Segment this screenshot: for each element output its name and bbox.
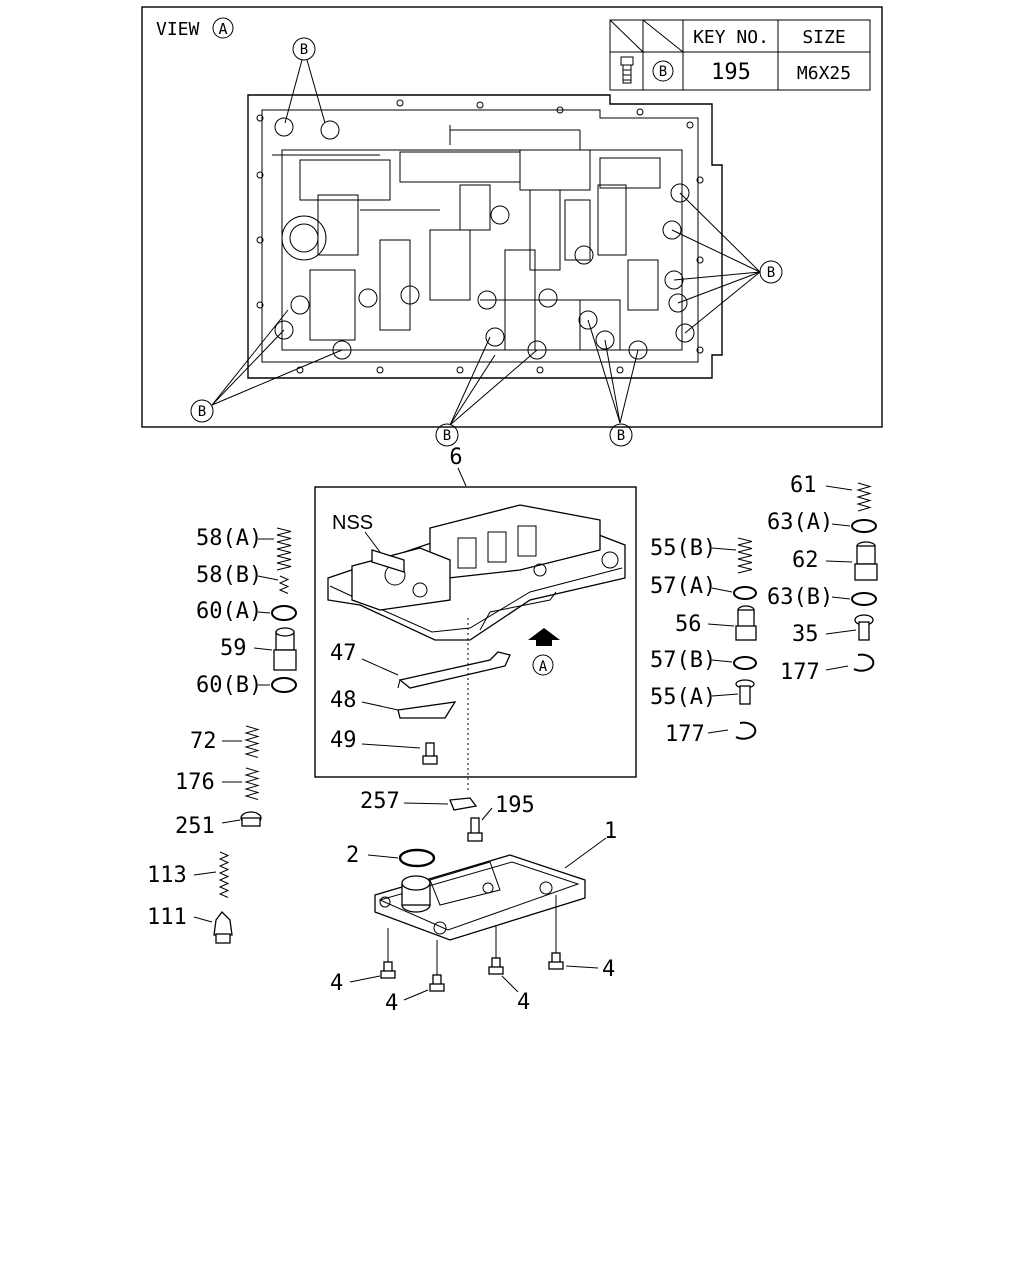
callout-b-right: B (671, 192, 783, 334)
svg-text:61: 61 (790, 473, 817, 498)
part-257-clip: 257 (360, 789, 478, 814)
callout-b-left: B (190, 309, 343, 423)
svg-text:58(B): 58(B) (196, 563, 262, 588)
part-55a-plug: 55(A) (650, 679, 755, 710)
svg-text:35: 35 (792, 622, 819, 647)
part-63a-oring: 63(A) (767, 510, 877, 535)
view-a-frame (141, 6, 883, 428)
svg-text:60(B): 60(B) (196, 673, 262, 698)
svg-text:56: 56 (675, 612, 702, 637)
valve-body-assembly-box (314, 486, 637, 778)
svg-text:177: 177 (665, 722, 705, 747)
part-58a-spring: 58(A) (196, 526, 292, 571)
svg-text:63(A): 63(A) (767, 510, 833, 535)
svg-text:2: 2 (346, 843, 359, 868)
svg-text:B: B (617, 428, 625, 444)
svg-text:55(A): 55(A) (650, 685, 716, 710)
key-row-number: 195 (711, 60, 751, 85)
svg-text:4: 4 (602, 957, 615, 982)
key-table: KEY NO. SIZE B 195 M6X25 (609, 19, 871, 91)
part-111-valve: 111 (147, 905, 233, 944)
label-nss: NSS (332, 512, 373, 534)
svg-text:B: B (198, 404, 206, 420)
part-47-bracket: 47 (330, 641, 511, 689)
part-59-plug: 59 (220, 627, 297, 671)
svg-text:1: 1 (604, 819, 617, 844)
key-row-letter: B (659, 64, 667, 80)
part-61-spring: 61 (790, 473, 872, 512)
svg-text:A: A (539, 659, 548, 675)
svg-text:57(A): 57(A) (650, 574, 716, 599)
part-56-plug: 56 (675, 605, 757, 641)
part-4-bolt-b: 4 (385, 940, 445, 1016)
svg-text:195: 195 (495, 793, 535, 818)
part-49-bolt: 49 (330, 728, 438, 765)
part-2-oring: 2 (346, 843, 436, 868)
callout-b-bottom-left: B (435, 336, 538, 447)
svg-text:58(A): 58(A) (196, 526, 262, 551)
part-177-right-snap-ring: 177 (780, 653, 875, 685)
svg-text:4: 4 (517, 990, 530, 1015)
svg-text:72: 72 (190, 729, 217, 754)
size-col-header: SIZE (802, 27, 845, 48)
part-58b-spring: 58(B) (196, 563, 290, 594)
valve-body-top-view (247, 94, 723, 379)
part-35-plug: 35 (792, 614, 874, 647)
leader-nss (364, 531, 381, 553)
label-48: 48 (330, 688, 357, 713)
callout-b-bottom-right: B (587, 319, 639, 447)
part-113-spring: 113 (147, 851, 230, 898)
part-251-cap: 251 (175, 811, 262, 839)
part-57b-oring: 57(B) (650, 648, 757, 673)
part-4-bolt-d: 4 (548, 895, 615, 982)
part-195-bolt: 195 (467, 793, 535, 842)
valve-body-bolt-holes (256, 99, 704, 374)
key-row-size: M6X25 (797, 63, 851, 84)
part-63b-oring: 63(B) (767, 585, 877, 610)
svg-text:113: 113 (147, 863, 187, 888)
part-62-plug: 62 (792, 541, 878, 581)
svg-text:B: B (767, 265, 775, 281)
part-48-plate: 48 (330, 688, 457, 719)
svg-text:63(B): 63(B) (767, 585, 833, 610)
svg-text:B: B (443, 428, 451, 444)
svg-text:251: 251 (175, 814, 215, 839)
valve-body-bores (274, 117, 695, 360)
svg-text:4: 4 (330, 971, 343, 996)
svg-text:62: 62 (792, 548, 819, 573)
svg-text:A: A (218, 20, 227, 38)
valve-body-isometric (327, 504, 626, 641)
view-direction-arrow: A (528, 628, 560, 676)
svg-text:111: 111 (147, 905, 187, 930)
svg-text:59: 59 (220, 636, 247, 661)
key-col-header: KEY NO. (693, 27, 769, 48)
part-4-bolt-a: 4 (330, 928, 396, 996)
part-1-strainer: 1 (374, 819, 617, 941)
svg-text:257: 257 (360, 789, 400, 814)
part-60b-oring: 60(B) (196, 673, 297, 698)
leader-6 (457, 467, 467, 487)
svg-text:B: B (300, 42, 308, 58)
label-6: 6 (449, 445, 462, 470)
svg-text:55(B): 55(B) (650, 536, 716, 561)
bolt-icon (620, 56, 634, 84)
svg-text:60(A): 60(A) (196, 599, 262, 624)
part-60a-oring: 60(A) (196, 599, 297, 624)
view-title: VIEW (156, 19, 200, 40)
part-57a-oring: 57(A) (650, 574, 757, 600)
part-177-left-snap-ring: 177 (665, 721, 757, 747)
part-55b-spring: 55(B) (650, 536, 753, 574)
callout-b-top: B (284, 37, 326, 124)
svg-text:176: 176 (175, 770, 215, 795)
svg-text:4: 4 (385, 991, 398, 1016)
svg-text:177: 177 (780, 660, 820, 685)
label-49: 49 (330, 728, 357, 753)
part-4-bolt-c: 4 (488, 925, 530, 1015)
view-title-mark: A (212, 17, 234, 39)
part-72-spring: 72 (190, 725, 260, 758)
part-176-spring: 176 (175, 767, 260, 800)
svg-text:57(B): 57(B) (650, 648, 716, 673)
label-47: 47 (330, 641, 357, 666)
